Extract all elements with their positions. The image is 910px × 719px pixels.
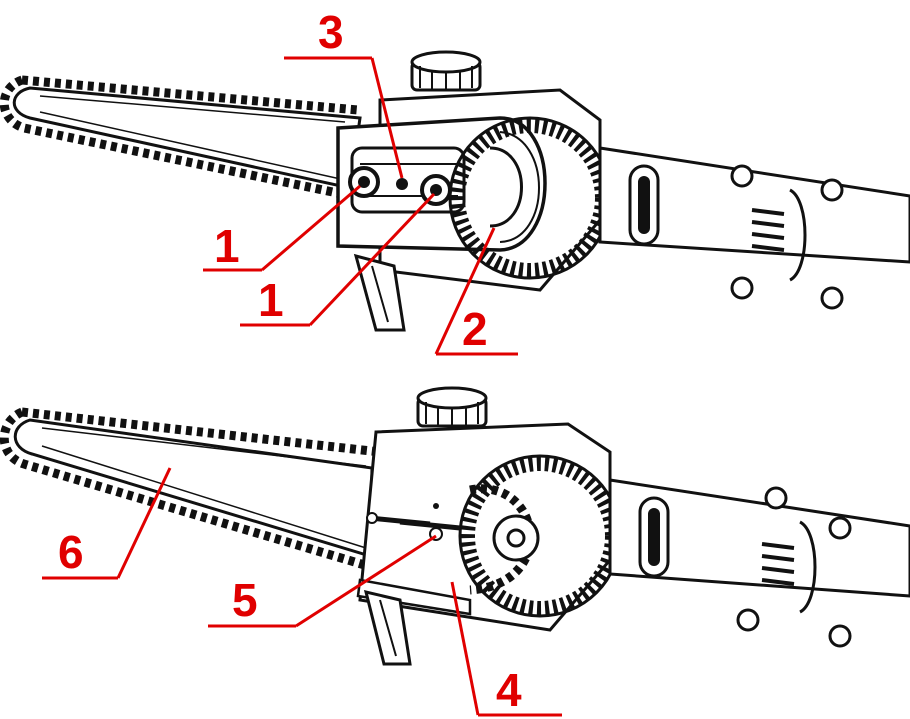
guide-bar-top xyxy=(0,75,362,201)
callout-1-lower: 1 xyxy=(240,192,436,327)
cover-removed-view xyxy=(0,386,910,666)
callout-2: 2 xyxy=(434,227,518,356)
callout-6-label: 6 xyxy=(58,526,84,578)
head-housing-bottom xyxy=(356,422,622,666)
callout-4-label: 4 xyxy=(496,664,522,716)
callout-1-upper-label: 1 xyxy=(214,220,240,272)
callout-5-label: 5 xyxy=(232,574,258,626)
guide-bar-bottom xyxy=(0,407,381,571)
callout-3-label: 3 xyxy=(318,6,344,58)
callout-1-upper: 1 xyxy=(203,184,361,272)
assembled-view xyxy=(0,50,910,332)
callout-6: 6 xyxy=(42,467,172,580)
pole-shaft-bottom xyxy=(608,478,910,648)
callout-1-lower-label: 1 xyxy=(258,274,284,326)
head-housing-top xyxy=(336,88,612,332)
callouts: 1 1 2 3 4 5 xyxy=(42,6,562,717)
pole-shaft-top xyxy=(598,146,910,310)
callout-3: 3 xyxy=(284,6,404,179)
callout-2-label: 2 xyxy=(462,303,488,355)
tension-knob-bottom xyxy=(416,386,488,428)
tension-knob-top xyxy=(410,50,482,92)
callout-4: 4 xyxy=(450,581,562,717)
callout-5: 5 xyxy=(208,534,437,628)
